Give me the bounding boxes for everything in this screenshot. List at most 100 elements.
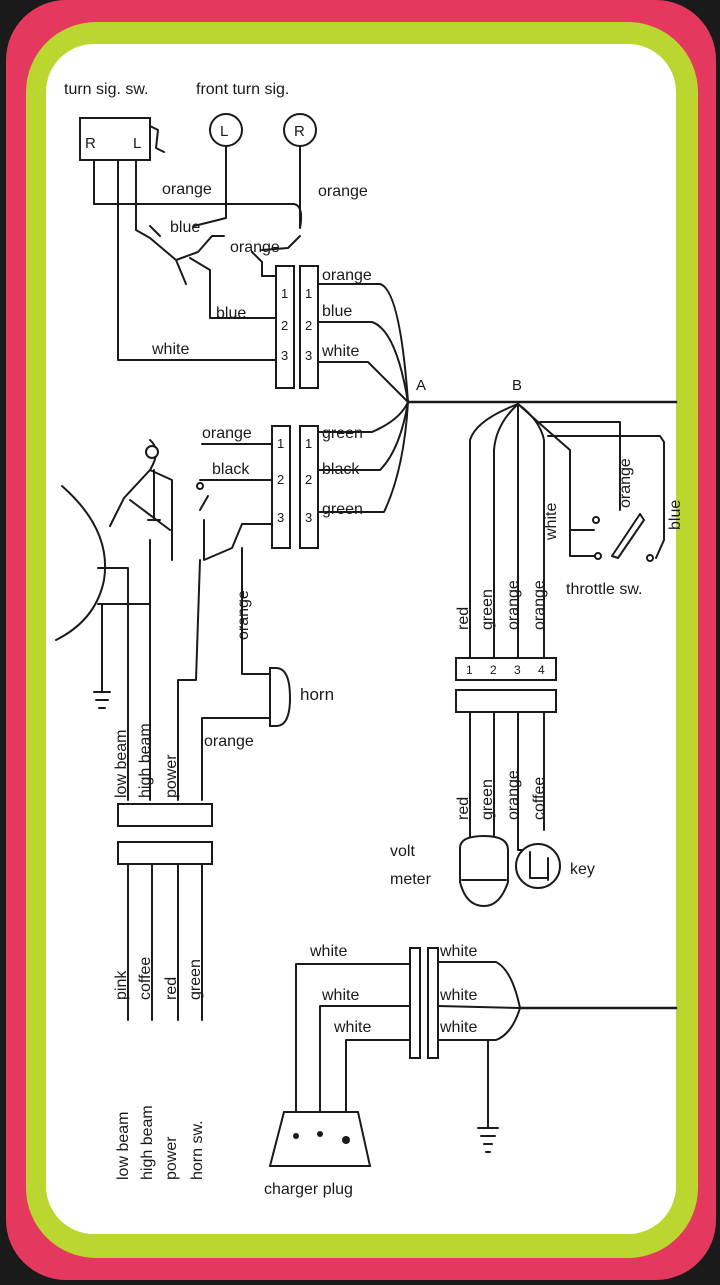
horn	[269, 667, 292, 727]
switch-l-label: L	[133, 135, 141, 152]
charger-connector-b	[427, 947, 439, 1059]
svg-text:low beam: low beam	[113, 730, 130, 798]
svg-text:1: 1	[466, 663, 473, 677]
throttle-switch	[611, 513, 645, 559]
svg-text:throttle sw.: throttle sw.	[566, 581, 642, 598]
svg-text:orange: orange	[531, 580, 548, 630]
svg-text:3: 3	[281, 348, 288, 363]
blue-wire-low	[189, 257, 277, 319]
svg-text:3: 3	[277, 510, 284, 525]
svg-text:white: white	[321, 987, 359, 1004]
svg-text:2: 2	[305, 318, 312, 333]
svg-text:charger plug: charger plug	[264, 1181, 353, 1198]
svg-text:red: red	[455, 797, 472, 820]
svg-text:white: white	[439, 987, 477, 1004]
svg-text:power: power	[163, 754, 180, 798]
white-wire	[117, 159, 277, 361]
svg-text:2: 2	[305, 472, 312, 487]
svg-text:volt: volt	[390, 843, 415, 860]
svg-text:power: power	[163, 1136, 180, 1180]
svg-text:L: L	[220, 123, 228, 140]
svg-text:black: black	[322, 461, 360, 478]
svg-text:orange: orange	[235, 590, 252, 640]
svg-text:1: 1	[305, 286, 312, 301]
node-a-label: A	[416, 377, 426, 394]
svg-text:white: white	[439, 943, 477, 960]
ground-right	[477, 1039, 499, 1153]
diagram-panel	[46, 44, 676, 1234]
svg-text:meter: meter	[390, 871, 432, 888]
svg-text:blue: blue	[667, 500, 684, 530]
svg-text:high beam: high beam	[139, 1105, 156, 1180]
svg-text:red: red	[455, 607, 472, 630]
svg-text:horn: horn	[300, 685, 334, 704]
connector-lower-b	[117, 841, 213, 865]
svg-text:blue: blue	[170, 219, 200, 236]
svg-text:3: 3	[305, 348, 312, 363]
connector-2: 1 2 3 1 2 3	[271, 425, 319, 549]
svg-text:blue: blue	[322, 303, 352, 320]
svg-text:orange: orange	[230, 239, 280, 256]
svg-text:blue: blue	[216, 305, 246, 322]
connector-1: 1 2 3 1 2 3	[275, 265, 319, 389]
blue-wire-mid	[149, 145, 227, 237]
svg-text:3: 3	[305, 510, 312, 525]
svg-text:1: 1	[281, 286, 288, 301]
svg-text:orange: orange	[204, 733, 254, 750]
orange-wire-mid	[251, 251, 277, 277]
svg-text:4: 4	[538, 663, 545, 677]
svg-text:2: 2	[281, 318, 288, 333]
svg-text:orange: orange	[505, 580, 522, 630]
connector-lower-a	[117, 803, 213, 827]
turn-sig-sw-label: turn sig. sw.	[64, 81, 148, 98]
svg-text:green: green	[479, 779, 496, 820]
connector-right: 1 2 3 4	[455, 657, 557, 713]
svg-text:coffee: coffee	[531, 777, 548, 820]
svg-text:orange: orange	[162, 181, 212, 198]
svg-text:low beam: low beam	[115, 1112, 132, 1180]
svg-text:green: green	[322, 425, 363, 442]
svg-text:key: key	[570, 861, 595, 878]
node-b-label: B	[512, 377, 522, 394]
svg-text:green: green	[187, 959, 204, 1000]
ground-left	[93, 603, 111, 709]
svg-text:high beam: high beam	[137, 723, 154, 798]
svg-text:black: black	[212, 461, 250, 478]
charger-connector-a	[409, 947, 421, 1059]
svg-text:2: 2	[277, 472, 284, 487]
svg-text:red: red	[163, 977, 180, 1000]
svg-text:pink: pink	[113, 970, 130, 1000]
svg-text:R: R	[294, 123, 305, 140]
svg-text:white: white	[543, 503, 560, 541]
svg-text:white: white	[151, 341, 189, 358]
svg-text:coffee: coffee	[137, 957, 154, 1000]
turn-signal-switch: R L	[79, 117, 165, 161]
lamp-r: R	[283, 113, 317, 147]
switch-r-label: R	[85, 135, 96, 152]
svg-text:green: green	[479, 589, 496, 630]
svg-text:green: green	[322, 501, 363, 518]
svg-text:1: 1	[305, 436, 312, 451]
charger-plug	[268, 1111, 372, 1167]
svg-text:orange: orange	[318, 183, 368, 200]
svg-text:white: white	[333, 1019, 371, 1036]
volt-meter	[459, 834, 509, 908]
front-turn-sig-label: front turn sig.	[196, 81, 289, 98]
orange-wire-top	[93, 145, 303, 229]
svg-text:orange: orange	[322, 267, 372, 284]
key-switch	[515, 843, 561, 889]
svg-text:orange: orange	[617, 458, 634, 508]
headlight-arc	[55, 485, 106, 641]
svg-text:2: 2	[490, 663, 497, 677]
svg-text:orange: orange	[202, 425, 252, 442]
svg-text:1: 1	[277, 436, 284, 451]
svg-text:3: 3	[514, 663, 521, 677]
svg-text:orange: orange	[505, 770, 522, 820]
svg-text:white: white	[439, 1019, 477, 1036]
svg-text:horn sw.: horn sw.	[189, 1120, 206, 1180]
svg-text:white: white	[321, 343, 359, 360]
lamp-l: L	[209, 113, 243, 147]
svg-text:white: white	[309, 943, 347, 960]
